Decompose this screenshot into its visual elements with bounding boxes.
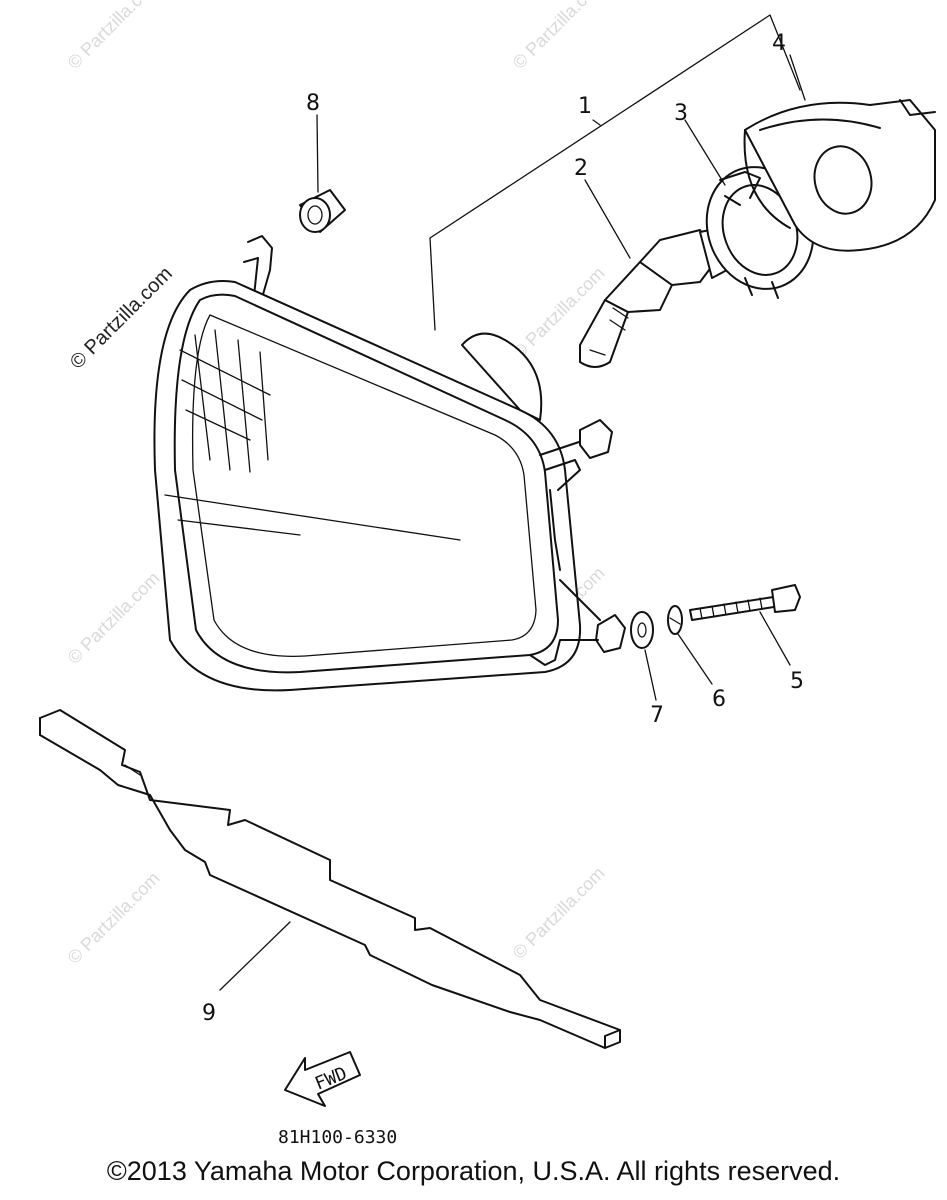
diagram-code: 81H100-6330 — [278, 1127, 397, 1148]
watermark-text: © Partzilla.com — [509, 0, 609, 73]
watermark-text: © Partzilla.com — [509, 863, 609, 963]
watermark-text: © Partzilla.com — [64, 868, 164, 968]
part-4-cover — [743, 99, 936, 252]
part-9-bracket — [39, 709, 621, 1049]
copyright-notice: ©2013 Yamaha Motor Corporation, U.S.A. A… — [106, 1156, 841, 1186]
callout-1: 1 — [578, 94, 592, 119]
callout-9: 9 — [202, 1001, 216, 1026]
part-7-washer — [630, 611, 654, 649]
callout-6: 6 — [712, 687, 726, 712]
watermark-text: © Partzilla.com — [64, 0, 164, 73]
part-8-grommet — [299, 189, 346, 233]
part-6-lock-washer — [667, 605, 683, 635]
watermark-text: © Partzilla.com — [64, 568, 164, 668]
headlight-housing — [153, 235, 626, 692]
callout-8: 8 — [306, 91, 320, 116]
callouts: 1 2 3 4 5 6 7 8 9 — [202, 31, 804, 1026]
fwd-arrow: FWD — [284, 1051, 361, 1107]
part-5-bolt — [689, 584, 801, 621]
callout-5: 5 — [790, 669, 804, 694]
callout-7: 7 — [650, 703, 664, 728]
callout-4: 4 — [772, 31, 786, 56]
leader-lines — [219, 14, 806, 991]
callout-3: 3 — [674, 101, 688, 126]
callout-2: 2 — [574, 156, 588, 181]
